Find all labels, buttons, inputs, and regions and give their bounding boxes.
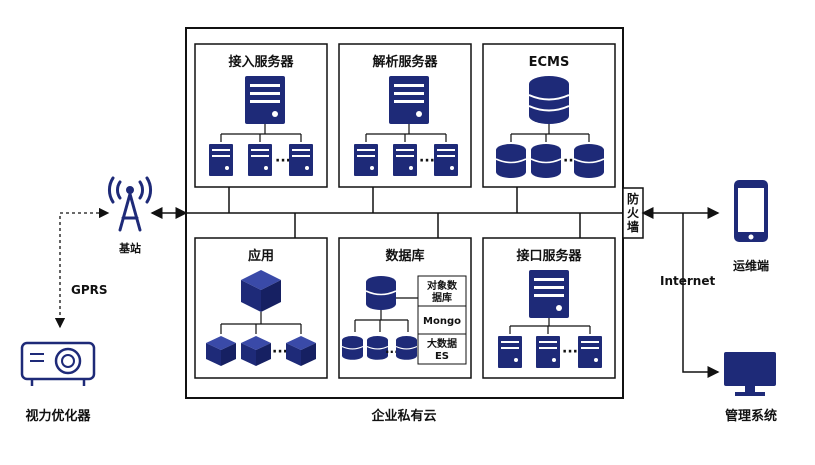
object-db-label-2: 据库 <box>432 291 452 304</box>
monitor-icon <box>724 352 776 396</box>
server-icon <box>393 144 417 176</box>
server-icon <box>209 144 233 176</box>
server-icon <box>578 336 602 368</box>
server-icon <box>389 76 429 124</box>
ops-terminal-label: 运维端 <box>733 258 769 273</box>
base-station-label: 基站 <box>118 241 141 255</box>
vision-optimizer: 视力优化器 <box>20 341 96 424</box>
ecms-box: ECMS ··· <box>482 43 616 188</box>
server-icon <box>248 144 272 176</box>
database-icon <box>341 335 364 361</box>
server-icon <box>245 76 285 124</box>
firewall: 防 火 墙 <box>622 187 644 239</box>
server-icon <box>529 270 569 318</box>
private-cloud-label: 企业私有云 <box>370 408 436 424</box>
parse-server-title: 解析服务器 <box>371 54 438 70</box>
svg-text:···: ··· <box>272 344 288 360</box>
database-icon <box>495 143 527 179</box>
firewall-label-3: 墙 <box>627 219 639 234</box>
internet-label: Internet <box>660 274 715 288</box>
database-icon <box>573 143 605 179</box>
server-icon <box>498 336 522 368</box>
interface-server-title: 接口服务器 <box>516 248 582 264</box>
svg-text:···: ··· <box>385 345 399 359</box>
application-title: 应用 <box>248 248 274 264</box>
server-icon <box>434 144 458 176</box>
application-box: 应用 ··· <box>194 237 328 379</box>
antenna-icon <box>108 176 152 232</box>
svg-text:···: ··· <box>275 153 291 169</box>
database-icon <box>528 75 570 125</box>
database-icon <box>530 143 562 179</box>
server-icon <box>354 144 378 176</box>
svg-text:···: ··· <box>419 153 435 169</box>
firewall-label-2: 火 <box>627 206 640 220</box>
database-title: 数据库 <box>385 248 424 264</box>
projector-icon <box>20 341 96 386</box>
ecms-title: ECMS <box>529 55 570 70</box>
db-components-panel <box>417 275 467 365</box>
management-system-label: 管理系统 <box>725 408 777 424</box>
access-server-title: 接入服务器 <box>228 54 294 70</box>
phone-icon <box>734 180 768 242</box>
access-server-box: 接入服务器 ··· <box>194 43 328 188</box>
management-system: 管理系统 <box>724 352 777 424</box>
server-icon <box>536 336 560 368</box>
mongo-label: Mongo <box>423 316 461 327</box>
parse-server-box: 解析服务器 ··· <box>338 43 472 188</box>
vision-optimizer-label: 视力优化器 <box>25 408 91 424</box>
server-icon <box>289 144 313 176</box>
gprs-label: GPRS <box>71 283 108 297</box>
database-box: 数据库 ··· 对象数 据库 Mongo 大数据 ES <box>338 237 472 379</box>
base-station: 基站 <box>108 176 152 255</box>
database-icon <box>365 275 397 311</box>
database-icon <box>395 335 418 361</box>
bigdata-label-2: ES <box>435 351 449 362</box>
bigdata-label-1: 大数据 <box>427 337 457 350</box>
svg-text:···: ··· <box>562 344 578 360</box>
object-db-label-1: 对象数 <box>427 279 458 292</box>
ops-terminal: 运维端 <box>733 180 769 273</box>
interface-server-box: 接口服务器 ··· <box>482 237 616 379</box>
firewall-label-1: 防 <box>627 191 639 206</box>
